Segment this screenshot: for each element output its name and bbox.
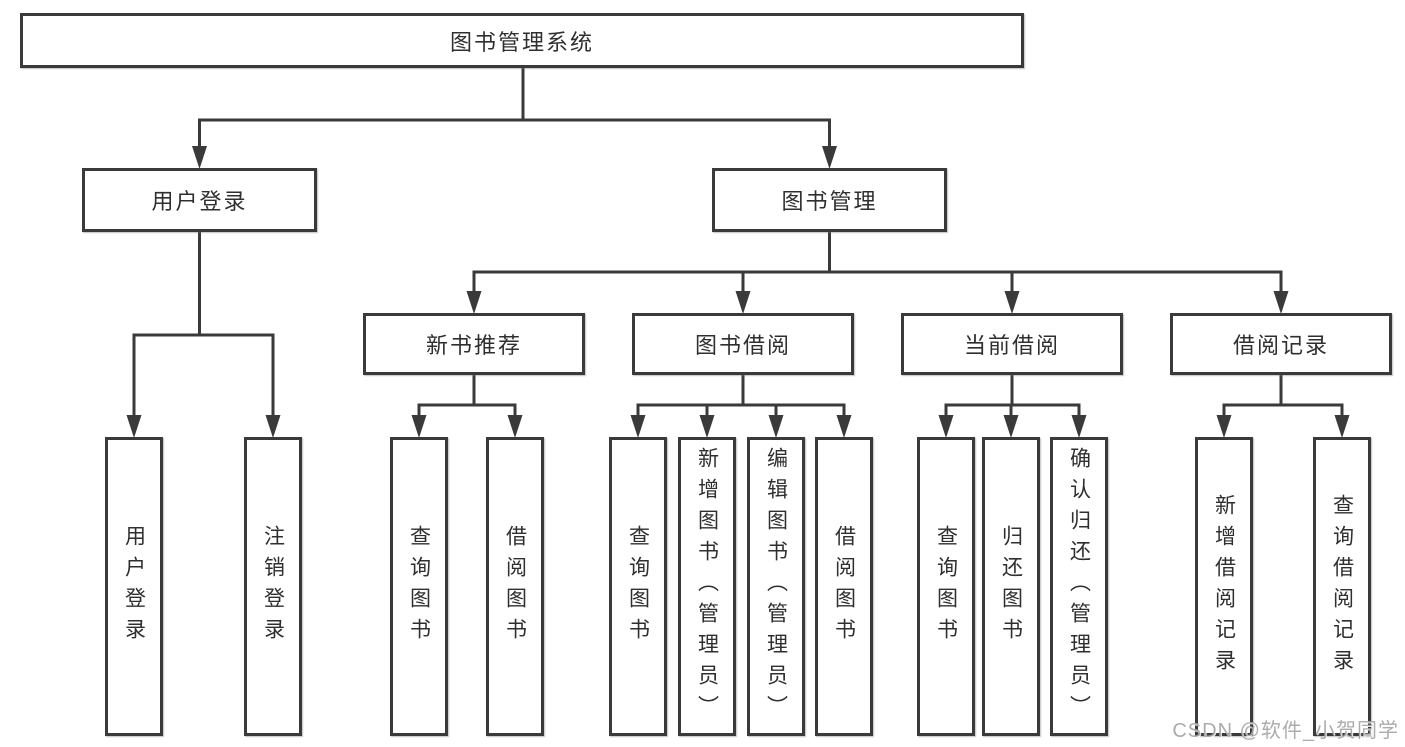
arrow-down-icon — [411, 415, 427, 438]
node-book-borrow: 图书借阅 — [632, 313, 854, 375]
arrow-down-icon — [1216, 415, 1232, 438]
connector-current-borrow — [944, 373, 1081, 418]
arrow-down-icon — [735, 291, 751, 314]
leaf-bb-edit-books-admin: 编辑图书（管理员） — [747, 437, 805, 736]
arrow-down-icon — [768, 415, 784, 438]
arrow-down-icon — [630, 415, 646, 438]
leaf-bb-add-books-admin: 新增图书（管理员） — [678, 437, 736, 736]
arrow-down-icon — [699, 415, 715, 438]
node-root: 图书管理系统 — [20, 13, 1024, 68]
leaf-bb-query-books: 查询图书 — [609, 437, 667, 736]
connector-new-book-recommend — [417, 373, 517, 418]
arrowheads — [126, 146, 1350, 438]
leaf-logout: 注销登录 — [244, 437, 302, 736]
arrow-down-icon — [836, 415, 852, 438]
arrow-down-icon — [1334, 415, 1350, 438]
arrow-down-icon — [265, 415, 281, 438]
watermark: CSDN @软件_小贺同学 — [1172, 720, 1399, 742]
node-current-borrow: 当前借阅 — [901, 313, 1123, 375]
leaf-br-add-record: 新增借阅记录 — [1195, 437, 1253, 736]
leaf-borrow-books: 借阅图书 — [486, 437, 544, 736]
arrow-down-icon — [507, 415, 523, 438]
arrow-down-icon — [466, 291, 482, 314]
connector-user-login — [132, 230, 275, 418]
arrow-down-icon — [192, 146, 207, 169]
node-book-management: 图书管理 — [712, 168, 947, 232]
arrow-down-icon — [1273, 291, 1289, 314]
leaf-cb-return-books: 归还图书 — [982, 437, 1040, 736]
leaf-br-query-record: 查询借阅记录 — [1313, 437, 1371, 736]
arrow-down-icon — [822, 146, 837, 169]
connector-borrow-record — [1222, 373, 1344, 418]
node-borrow-record: 借阅记录 — [1170, 313, 1392, 375]
leaf-cb-confirm-return-admin: 确认归还（管理员） — [1050, 437, 1108, 736]
leaf-query-books: 查询图书 — [390, 437, 448, 736]
arrow-down-icon — [1004, 291, 1020, 314]
arrow-down-icon — [1071, 415, 1087, 438]
arrow-down-icon — [126, 415, 142, 438]
node-user-login: 用户登录 — [82, 168, 317, 232]
connector-book-management — [472, 230, 1283, 293]
arrow-down-icon — [938, 415, 954, 438]
connector-root — [198, 66, 831, 148]
leaf-bb-borrow-books: 借阅图书 — [815, 437, 873, 736]
leaf-user-login: 用户登录 — [105, 437, 163, 736]
leaf-cb-query-books: 查询图书 — [917, 437, 975, 736]
connector-book-borrow — [636, 373, 846, 418]
arrow-down-icon — [1003, 415, 1019, 438]
node-new-book-recommend: 新书推荐 — [363, 313, 585, 375]
